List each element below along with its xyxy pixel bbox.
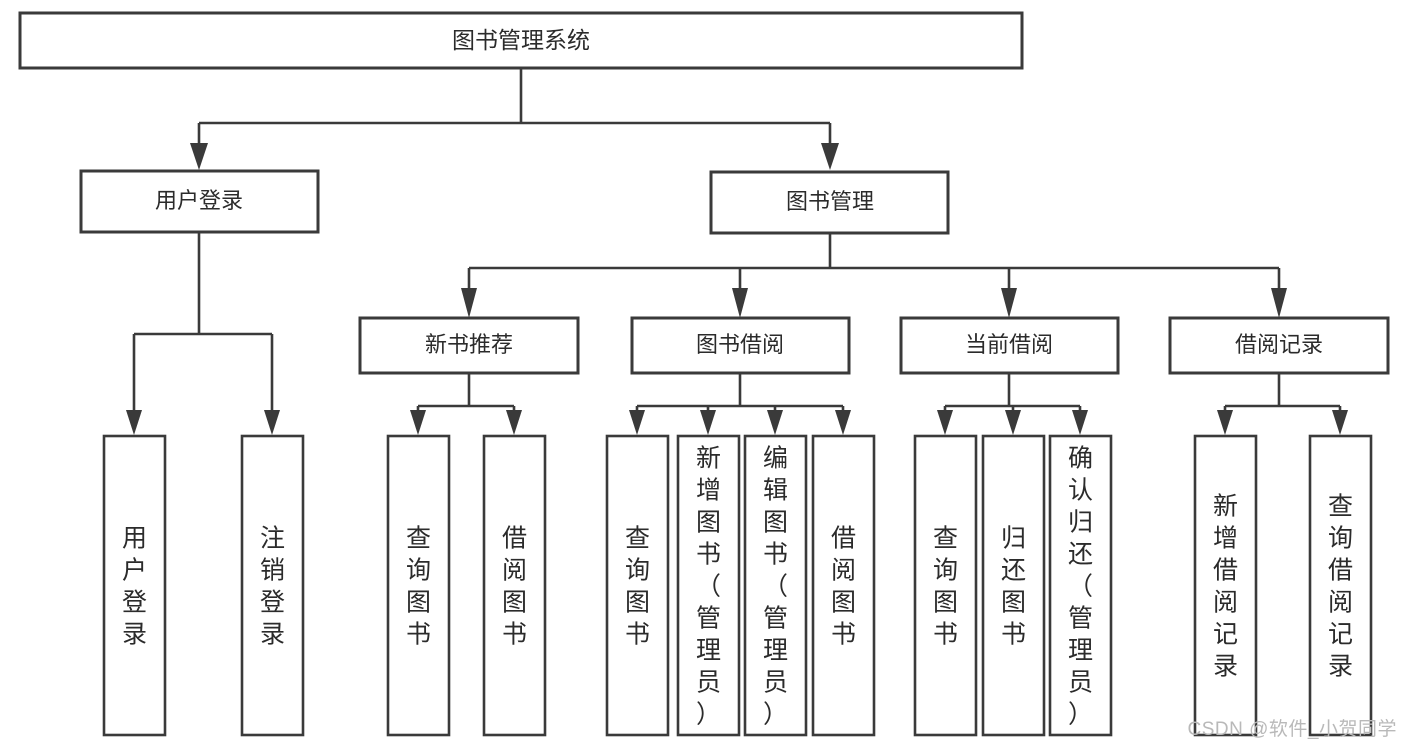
node-box — [386, 434, 451, 737]
node-leaf-query-book-1[interactable] — [386, 434, 451, 737]
arrow-head-icon — [629, 410, 645, 435]
connector-borrowrecord-to-leaves — [1217, 373, 1348, 435]
node-label-leaf-return-book: 归还图书 — [1001, 524, 1026, 648]
node-leaf-query-book-3[interactable] — [913, 434, 978, 737]
arrow-head-icon — [1072, 410, 1088, 435]
arrow-head-icon — [1001, 288, 1017, 318]
node-book-borrow[interactable]: 图书借阅 — [630, 316, 851, 375]
node-label-book-management: 图书管理 — [786, 189, 874, 214]
leaf-label-layer: 用户登录 注销登录 查询图书 借阅图书 查询图书 新增图书（管理员） 编辑图书（管理员） 借阅… — [122, 444, 1353, 728]
arrow-head-icon — [937, 410, 953, 435]
node-box — [1193, 434, 1258, 737]
arrow-head-icon — [700, 410, 716, 435]
arrow-head-icon — [732, 288, 748, 318]
node-label-leaf-query-record: 查询借阅记录 — [1328, 492, 1353, 680]
node-current-borrow[interactable]: 当前借阅 — [899, 316, 1120, 375]
node-box — [1308, 434, 1373, 737]
node-box — [630, 316, 851, 375]
arrow-head-icon — [1217, 410, 1233, 435]
node-box — [743, 434, 808, 737]
node-leaf-edit-book[interactable] — [743, 434, 808, 737]
node-leaf-query-record[interactable] — [1308, 434, 1373, 737]
node-label-new-book-recommend: 新书推荐 — [425, 332, 513, 357]
connector-bookborrow-to-leaves — [629, 373, 851, 435]
node-label-leaf-add-book: 新增图书（管理员） — [696, 444, 721, 728]
arrow-head-icon — [506, 410, 522, 435]
connector-userlogin-to-leaves — [126, 232, 280, 435]
node-label-leaf-query-book-1: 查询图书 — [406, 524, 431, 648]
node-box — [811, 434, 876, 737]
node-label-leaf-query-book-2: 查询图书 — [625, 524, 650, 648]
node-label-root: 图书管理系统 — [452, 27, 590, 53]
node-label-book-borrow: 图书借阅 — [696, 332, 784, 357]
node-box — [102, 434, 167, 737]
node-new-book-recommend[interactable]: 新书推荐 — [358, 316, 580, 375]
arrow-head-icon — [835, 410, 851, 435]
node-leaf-return-book[interactable] — [981, 434, 1046, 737]
node-box — [709, 170, 950, 235]
node-label-borrow-record: 借阅记录 — [1235, 332, 1323, 357]
node-leaf-borrow-book-2[interactable] — [811, 434, 876, 737]
arrow-head-icon — [264, 410, 280, 435]
node-box — [913, 434, 978, 737]
node-book-management[interactable]: 图书管理 — [709, 170, 950, 235]
node-label-leaf-borrow-book-1: 借阅图书 — [502, 524, 527, 648]
node-leaf-add-record[interactable] — [1193, 434, 1258, 737]
node-borrow-record[interactable]: 借阅记录 — [1168, 316, 1390, 375]
connector-currentborrow-to-leaves — [937, 373, 1088, 435]
arrow-head-icon — [821, 143, 839, 170]
arrow-head-icon — [1005, 410, 1021, 435]
arrow-head-icon — [767, 410, 783, 435]
node-box — [1048, 434, 1113, 737]
node-label-leaf-query-book-3: 查询图书 — [933, 524, 958, 648]
node-label-leaf-user-login: 用户登录 — [122, 524, 147, 648]
node-leaf-confirm-return[interactable] — [1048, 434, 1113, 737]
node-leaf-borrow-book-1[interactable] — [482, 434, 547, 737]
node-leaf-add-book[interactable] — [676, 434, 741, 737]
node-leaf-logout-login[interactable] — [240, 434, 305, 737]
node-box — [240, 434, 305, 737]
node-label-current-borrow: 当前借阅 — [965, 332, 1053, 357]
node-label-leaf-add-record: 新增借阅记录 — [1213, 492, 1238, 680]
node-label-leaf-edit-book: 编辑图书（管理员） — [763, 444, 788, 728]
connector-bookmgmt-to-level2 — [461, 233, 1287, 318]
node-label-user-login: 用户登录 — [155, 188, 243, 213]
node-leaf-user-login[interactable] — [102, 434, 167, 737]
node-box — [358, 316, 580, 375]
node-box — [981, 434, 1046, 737]
arrow-head-icon — [126, 410, 142, 435]
node-label-leaf-logout-login: 注销登录 — [260, 524, 285, 648]
node-label-leaf-borrow-book-2: 借阅图书 — [831, 524, 856, 648]
node-label-leaf-confirm-return: 确认归还（管理员） — [1068, 444, 1093, 728]
node-box — [605, 434, 670, 737]
connector-newbook-to-leaves — [410, 373, 522, 435]
node-box — [18, 11, 1024, 70]
node-box — [1168, 316, 1390, 375]
node-box — [482, 434, 547, 737]
node-box — [676, 434, 741, 737]
node-root[interactable]: 图书管理系统 — [18, 11, 1024, 70]
node-box — [79, 169, 320, 234]
arrow-head-icon — [190, 143, 208, 170]
arrow-head-icon — [1332, 410, 1348, 435]
arrow-head-icon — [410, 410, 426, 435]
arrow-head-icon — [1271, 288, 1287, 318]
node-user-login[interactable]: 用户登录 — [79, 169, 320, 234]
arrow-head-icon — [461, 288, 477, 318]
connector-root-to-level1 — [190, 68, 839, 170]
node-box — [899, 316, 1120, 375]
node-leaf-query-book-2[interactable] — [605, 434, 670, 737]
